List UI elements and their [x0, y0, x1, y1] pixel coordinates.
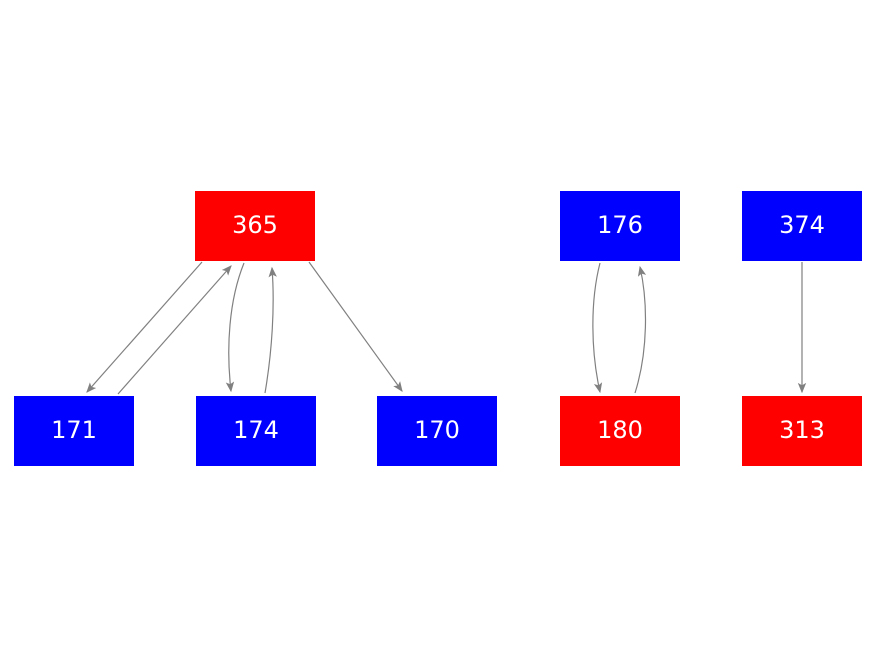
- edge-365-to-171: [86, 261, 203, 393]
- graph-node-174[interactable]: 174: [196, 396, 316, 466]
- edge-174-to-365: [264, 266, 277, 394]
- node-label: 365: [232, 211, 278, 239]
- graph-node-374[interactable]: 374: [742, 191, 862, 261]
- edge-171-to-365: [117, 265, 232, 395]
- node-label: 180: [597, 416, 643, 444]
- node-label: 374: [779, 211, 825, 239]
- node-label: 171: [51, 416, 97, 444]
- node-label: 170: [414, 416, 460, 444]
- graph-node-365[interactable]: 365: [195, 191, 315, 261]
- graph-node-180[interactable]: 180: [560, 396, 680, 466]
- edge-176-to-180: [592, 262, 603, 394]
- graph-node-313[interactable]: 313: [742, 396, 862, 466]
- graph-node-170[interactable]: 170: [377, 396, 497, 466]
- graph-node-176[interactable]: 176: [560, 191, 680, 261]
- graph-node-171[interactable]: 171: [14, 396, 134, 466]
- edge-365-to-174: [225, 262, 245, 393]
- node-label: 313: [779, 416, 825, 444]
- edge-180-to-176: [634, 265, 647, 394]
- node-label: 174: [233, 416, 279, 444]
- edge-365-to-170: [308, 261, 403, 392]
- node-label: 176: [597, 211, 643, 239]
